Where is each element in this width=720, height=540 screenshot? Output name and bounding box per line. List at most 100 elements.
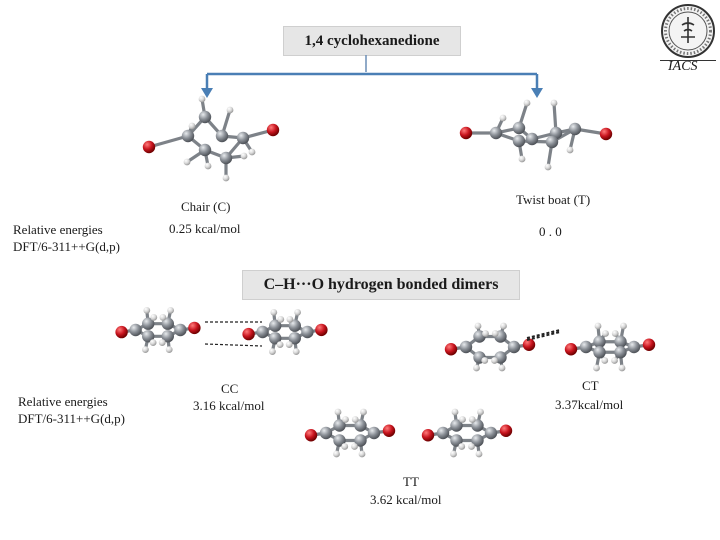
oxygen-atom xyxy=(115,325,128,339)
oxygen-atom xyxy=(315,323,328,337)
carbon-atom xyxy=(593,346,606,359)
oxygen-atom xyxy=(421,429,435,442)
hydrogen-atom xyxy=(481,357,489,364)
hydrogen-atom xyxy=(459,416,466,423)
carbon-atom xyxy=(512,134,526,148)
logo-text: IACS xyxy=(668,59,698,74)
carbon-atom xyxy=(471,434,484,447)
hydrogen-bond xyxy=(526,329,561,339)
hydrogen-atom xyxy=(450,450,457,458)
hydrogen-atom xyxy=(620,322,627,330)
oxygen-atom xyxy=(188,321,201,335)
hydrogen-atom xyxy=(618,364,626,372)
carbon-atom xyxy=(450,419,463,432)
hydrogen-atom xyxy=(601,357,609,364)
carbon-atom xyxy=(568,122,582,136)
hydrogen-atom xyxy=(351,443,358,450)
carbon-atom xyxy=(436,426,450,440)
oxygen-atom xyxy=(459,126,473,140)
oxygen-atom xyxy=(444,343,458,356)
hydrogen-atom xyxy=(334,408,342,416)
carbon-atom xyxy=(354,419,367,432)
hydrogen-atom xyxy=(204,162,212,170)
hydrogen-atom xyxy=(294,309,301,316)
arrow-right-icon xyxy=(531,88,543,98)
hydrogen-atom xyxy=(240,152,248,160)
tt-dimer-molecule-left xyxy=(304,408,396,458)
carbon-atom xyxy=(215,129,229,143)
carbon-atom xyxy=(142,330,155,343)
chair-energy: 0.25 kcal/mol xyxy=(169,221,241,236)
hydrogen-atom xyxy=(451,408,459,416)
carbon-atom xyxy=(627,340,641,354)
carbon-atom xyxy=(507,340,521,354)
tt-energy: 3.62 kcal/mol xyxy=(370,492,442,507)
hydrogen-atom xyxy=(285,341,293,348)
hydrogen-atom xyxy=(143,307,151,314)
hydrogen-atom xyxy=(523,99,531,107)
carbon-atom xyxy=(579,340,593,354)
carbon-atom xyxy=(301,325,314,339)
hydrogen-atom xyxy=(341,443,349,450)
title-connector xyxy=(201,55,543,98)
hydrogen-atom xyxy=(611,330,619,337)
hydrogen-atom xyxy=(167,307,175,314)
hydrogen-atom xyxy=(142,346,149,353)
oxygen-atom xyxy=(599,127,613,141)
carbon-atom xyxy=(333,434,346,447)
carbon-atom xyxy=(288,332,301,345)
logo-underline xyxy=(660,60,716,61)
hydrogen-atom xyxy=(342,416,349,423)
carbon-atom xyxy=(367,426,381,440)
hydrogen-atom xyxy=(165,346,173,353)
hydrogen-atom xyxy=(248,148,256,156)
hydrogen-atom xyxy=(183,158,191,166)
oxygen-atom xyxy=(304,429,318,442)
hydrogen-atom xyxy=(500,322,507,330)
relative-energies-label-2: Relative energies DFT/6-311++G(d,p) xyxy=(18,393,125,427)
relative-energies-method: DFT/6-311++G(d,p) xyxy=(13,239,120,254)
hydrogen-atom xyxy=(482,330,489,337)
diagram-title: 1,4 cyclohexanedione xyxy=(283,26,461,56)
carbon-atom xyxy=(269,332,282,345)
chair-molecule xyxy=(142,95,280,182)
hydrogen-atom xyxy=(270,309,278,316)
carbon-atom xyxy=(354,434,367,447)
chair-name: Chair (C) xyxy=(181,199,231,214)
carbon-atom xyxy=(256,325,269,339)
carbon-atom xyxy=(129,323,142,337)
twist-boat-molecule xyxy=(459,99,613,171)
hydrogen-bond xyxy=(526,331,561,341)
carbon-atom xyxy=(512,121,526,135)
hydrogen-atom xyxy=(491,330,499,337)
cc-energy: 3.16 kcal/mol xyxy=(193,398,265,413)
carbon-atom xyxy=(525,132,539,146)
cc-name: CC xyxy=(221,381,239,396)
carbon-atom xyxy=(288,319,301,332)
hydrogen-atom xyxy=(477,408,484,416)
hydrogen-atom xyxy=(602,330,609,337)
ct-dimer-molecule-left xyxy=(444,322,536,372)
carbon-atom xyxy=(333,419,346,432)
carbon-atom xyxy=(142,317,155,330)
ct-name: CT xyxy=(582,378,599,393)
hydrogen-atom xyxy=(594,322,602,330)
carbon-atom xyxy=(614,335,627,348)
twist-energy: 0 . 0 xyxy=(539,224,562,239)
cc-dimer-molecule-right xyxy=(242,309,328,355)
relative-energies-line1: Relative energies xyxy=(18,394,108,409)
hydrogen-atom xyxy=(360,408,367,416)
hydrogen-atom xyxy=(491,357,498,364)
hydrogen-atom xyxy=(277,316,285,323)
hydrogen-atom xyxy=(593,364,600,372)
hydrogen-atom xyxy=(566,146,574,154)
relative-energies-label-1: Relative energies DFT/6-311++G(d,p) xyxy=(13,221,120,255)
hydrogen-atom xyxy=(474,322,482,330)
ct-energy: 3.37kcal/mol xyxy=(555,397,624,412)
carbon-atom xyxy=(236,131,250,145)
carbon-atom xyxy=(489,126,503,140)
carbon-atom xyxy=(614,346,627,359)
oxygen-atom xyxy=(266,123,280,137)
carbon-atom xyxy=(161,330,174,343)
